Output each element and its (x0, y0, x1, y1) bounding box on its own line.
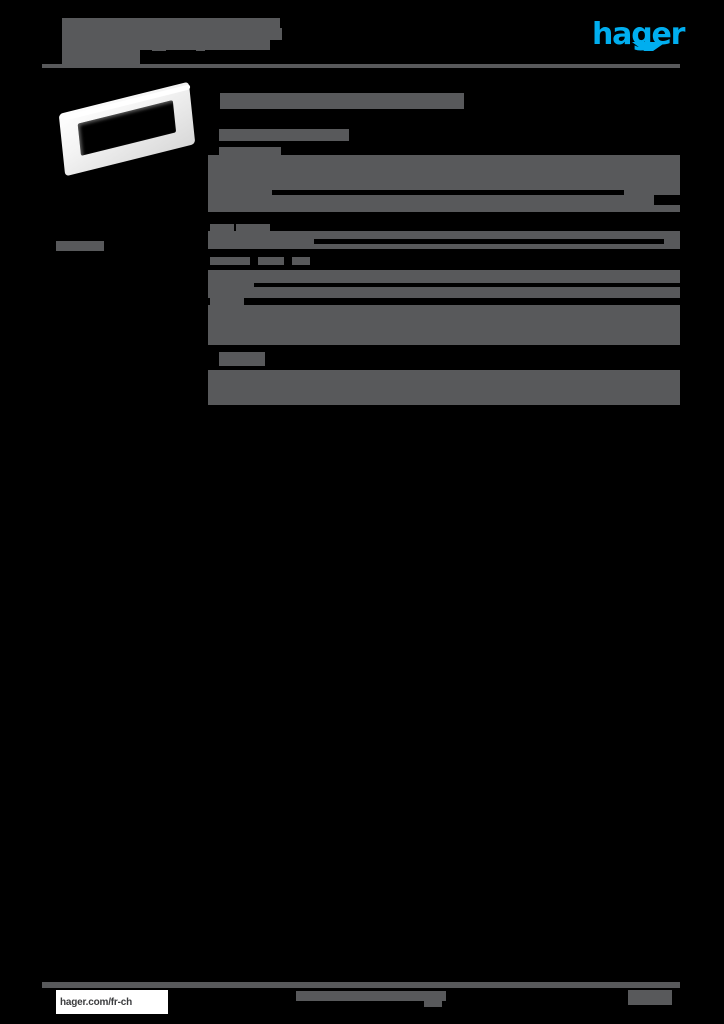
product-frame-body (58, 81, 196, 177)
footer-url-text: hager.com/fr-ch (60, 996, 133, 1008)
header-subtitle (62, 50, 140, 64)
spec-block-1-row-1 (208, 155, 680, 195)
product-image (52, 81, 210, 188)
hager-logo: hager (592, 20, 685, 51)
spec-block-3-label-b (258, 257, 284, 265)
spec-block-1-leader-1 (272, 190, 624, 195)
spec-block-1-row-2 (208, 195, 654, 205)
footer-center-text (296, 991, 446, 1001)
header-fragment-a (152, 44, 166, 51)
spec-block-3-label-c (292, 257, 310, 265)
spec-block-3-label-a (210, 257, 250, 265)
spec-block-5-row-1 (208, 370, 680, 405)
spec-block-2-label-b (236, 224, 270, 231)
spec-block-4-row-1 (208, 305, 680, 345)
header-title-line-1-cont (140, 28, 282, 40)
header-divider (42, 64, 680, 68)
footer-center-text-overflow (424, 999, 442, 1007)
sub-heading (219, 129, 349, 141)
header-fragment-b (196, 44, 205, 51)
spec-block-5-heading (219, 352, 265, 366)
header-title-line-2 (62, 38, 270, 50)
hager-swoosh-icon (632, 42, 666, 51)
spec-block-2-separator (208, 249, 680, 253)
page-title (220, 93, 464, 109)
footer-divider (42, 982, 680, 988)
spec-block-3-leader (254, 283, 680, 287)
footer-page-number (628, 990, 672, 1005)
spec-block-1-row-3 (208, 205, 680, 212)
spec-block-2-leader (314, 239, 664, 244)
spec-block-2-label-a (210, 224, 234, 231)
spec-block-4-label (210, 298, 244, 305)
sidebar-caption (56, 241, 104, 251)
footer-url-link[interactable]: hager.com/fr-ch (56, 990, 168, 1014)
sub-heading-small (219, 147, 281, 155)
spec-block-1-label (210, 155, 282, 163)
